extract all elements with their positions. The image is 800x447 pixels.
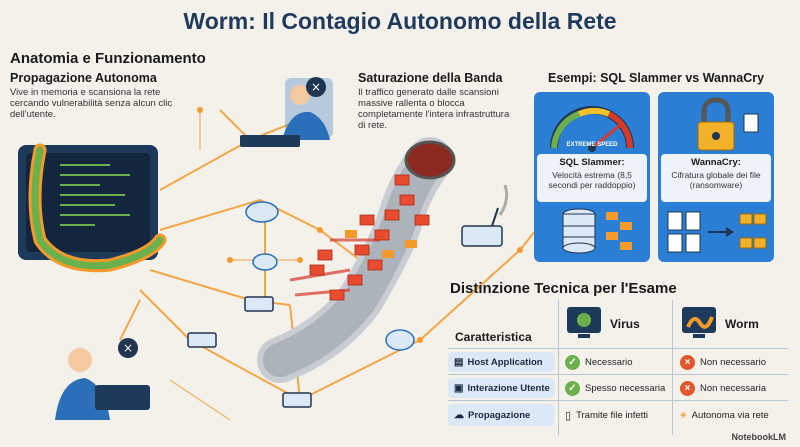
anatomy-subheading: Propagazione Autonoma — [10, 71, 157, 85]
row-propagation: ☁ Propagazione — [448, 404, 554, 426]
check-icon: ✓ — [565, 380, 580, 396]
anatomy-heading: Anatomia e Funzionamento — [10, 50, 206, 67]
examples-heading: Esempi: SQL Slammer vs WannaCry — [548, 71, 765, 85]
bandwidth-text: Il traffico generato dalle scansioni mas… — [358, 87, 510, 131]
svg-text:×: × — [311, 80, 321, 94]
bandwidth-heading: Saturazione della Banda — [358, 71, 503, 85]
slammer-text: Velocità estrema (8,5 secondi per raddop… — [548, 170, 636, 190]
speedometer-icon — [550, 106, 634, 152]
file-icon: ▯ — [565, 409, 572, 422]
speed-label: EXTREME SPEED — [566, 142, 618, 148]
wannacry-name: WannaCry: — [691, 157, 741, 168]
page-title: Worm: Il Contagio Autonomo della Rete — [183, 8, 617, 34]
row2-worm-cell: ×Non necessaria — [680, 378, 766, 398]
lock-icon — [697, 97, 759, 151]
row2-virus-cell: ✓Spesso necessaria — [565, 378, 665, 398]
network-icon: ⚹ — [680, 408, 687, 421]
col-feature-header: Caratteristica — [455, 330, 532, 344]
col-worm-header: Worm — [725, 317, 759, 331]
worm-monitor-icon — [682, 307, 716, 338]
row3-worm-cell: ⚹Autonoma via rete — [680, 408, 769, 421]
cross-icon: × — [680, 380, 695, 396]
cloud-icon: ☁ — [454, 409, 464, 421]
wannacry-card: WannaCry: Cifratura globale dei file (ra… — [658, 92, 774, 262]
virus-monitor-icon — [567, 307, 601, 338]
row1-virus-cell: ✓Necessario — [565, 352, 633, 372]
slammer-card: EXTREME SPEED SQL Slammer: Velocità estr… — [534, 92, 650, 262]
wannacry-text: Cifratura globale dei file (ransomware) — [671, 170, 761, 190]
row-host-application: ▤ Host Application — [448, 352, 554, 372]
notebooklm-logo: NotebookLM — [731, 432, 787, 442]
table-heading: Distinzione Tecnica per l'Esame — [450, 280, 677, 297]
row-user-interaction: ▣ Interazione Utente — [448, 378, 554, 398]
cross-icon: × — [680, 354, 695, 370]
col-virus-header: Virus — [610, 317, 640, 331]
virus-header: Virus — [565, 303, 675, 343]
cursor-icon: ▣ — [454, 382, 464, 394]
row3-virus-cell: ▯Tramite file infetti — [565, 409, 649, 422]
file-encryption-icon — [667, 211, 767, 253]
check-icon: ✓ — [565, 354, 580, 370]
worm-header: Worm — [680, 303, 790, 343]
svg-text:×: × — [123, 341, 133, 355]
anatomy-text: Vive in memoria e scansiona la rete cerc… — [10, 87, 173, 120]
row1-worm-cell: ×Non necessario — [680, 352, 766, 372]
database-icon — [562, 208, 632, 254]
slammer-name: SQL Slammer: — [559, 157, 625, 168]
document-icon: ▤ — [454, 356, 464, 368]
